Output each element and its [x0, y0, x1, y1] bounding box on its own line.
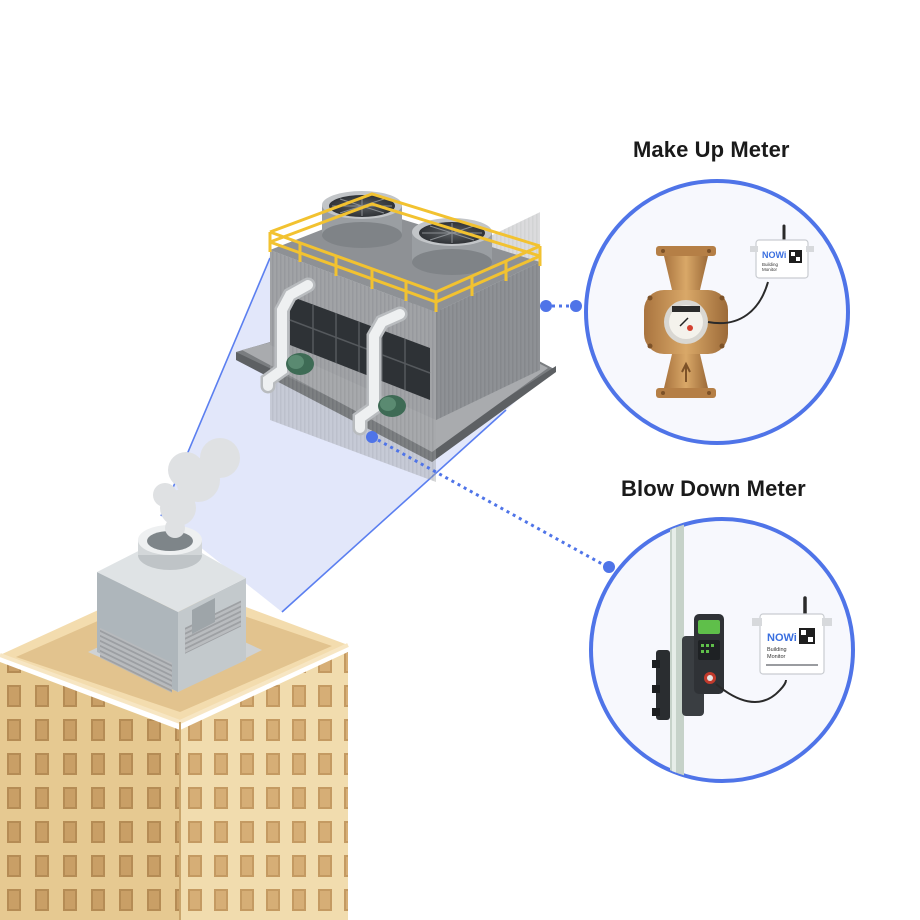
steam-plume: [153, 438, 240, 538]
pump-2: [378, 395, 406, 417]
connector-make-up: [540, 300, 582, 312]
fan-2: [412, 218, 492, 275]
sensor-name-2a: Building: [767, 647, 787, 653]
make-up-meter-callout: NOWi Building Monitor: [584, 179, 850, 445]
blow-down-meter-callout: NOWi Building Monitor: [589, 517, 855, 783]
make-up-meter-label: Make Up Meter: [633, 137, 790, 162]
sensor-brand: NOWi: [762, 250, 786, 260]
sensor-brand-2: NOWi: [767, 632, 797, 644]
wireless-sensor-icon: NOWi Building Monitor: [750, 224, 814, 279]
connector-blow-down: [366, 431, 615, 573]
sensor-name-2b: Monitor: [767, 654, 786, 660]
blow-down-meter-label: Blow Down Meter: [621, 476, 806, 501]
cooling-tower-icon: [236, 191, 556, 483]
sensor-name-2: Monitor: [762, 267, 778, 272]
rooftop-unit: [88, 438, 262, 693]
pump-1: [286, 353, 314, 375]
inline-flow-meter-icon: [652, 614, 724, 720]
pipes: [260, 277, 408, 436]
wireless-sensor-icon-2: NOWi Building Monitor: [752, 596, 832, 675]
safety-railing: [268, 192, 542, 312]
sensor-name-1: Building: [762, 262, 779, 267]
fan-1: [322, 191, 402, 248]
water-meter-icon: [644, 246, 728, 398]
